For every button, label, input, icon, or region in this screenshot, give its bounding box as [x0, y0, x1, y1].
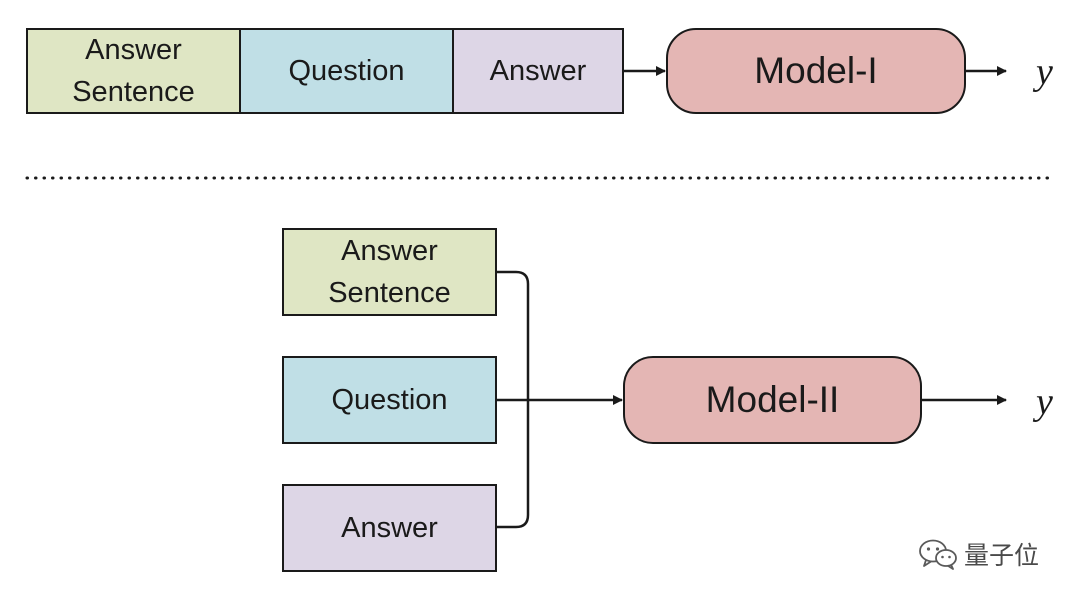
wechat-icon: [919, 539, 957, 570]
model1-answer-sentence-box: Answer Sentence: [26, 28, 241, 114]
model1-answer-box: Answer: [452, 28, 624, 114]
watermark: 量子位: [918, 536, 1039, 572]
model2-answer-sentence-box: Answer Sentence: [282, 228, 497, 316]
model2-box: Model-II: [623, 356, 922, 444]
model1-output-label: y: [1036, 51, 1053, 93]
model2-question-box: Question: [282, 356, 497, 444]
model1-box: Model-I: [666, 28, 966, 114]
model2-answer-box: Answer: [282, 484, 497, 572]
model1-question-box: Question: [239, 28, 454, 114]
watermark-text: 量子位: [964, 541, 1040, 570]
model2-output-label: y: [1036, 381, 1053, 423]
